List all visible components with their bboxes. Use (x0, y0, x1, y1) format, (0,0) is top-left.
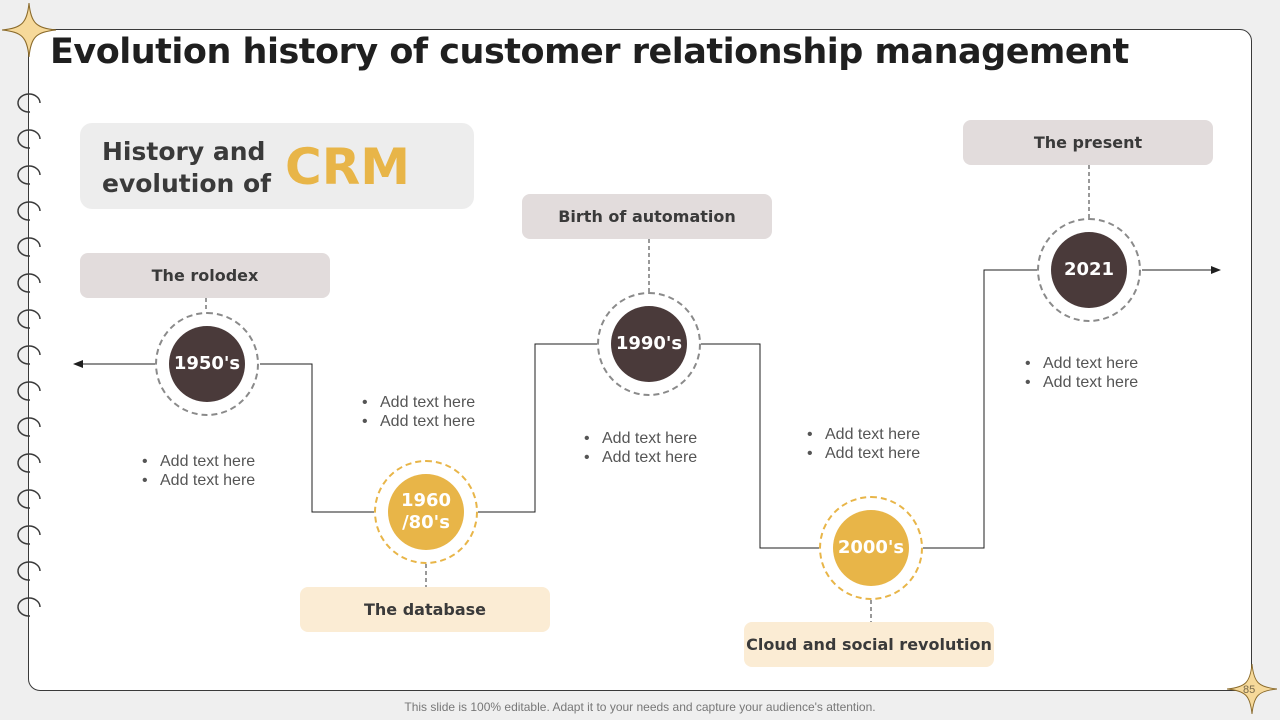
crm-header-line2: evolution of (102, 169, 272, 198)
timeline-step-2 (478, 343, 597, 513)
bullet-item: Add text here (362, 412, 475, 431)
crm-highlight: CRM (285, 138, 410, 196)
timeline-step-4 (923, 269, 1038, 549)
milestone-label: The present (963, 120, 1213, 165)
milestone-era: 1950's (169, 326, 245, 402)
milestone-ring (597, 292, 701, 396)
page-number: 85 (1243, 684, 1256, 696)
milestone-circle: 1950's (155, 312, 259, 416)
timeline-step-3 (701, 343, 819, 549)
bullet-item: Add text here (142, 452, 255, 471)
milestone-ring (819, 496, 923, 600)
crm-header-text: History and evolution of (102, 136, 272, 200)
bullet-item: Add text here (362, 393, 475, 412)
milestone-bullets: Add text here Add text here (362, 393, 475, 431)
milestone-label: The rolodex (80, 253, 330, 298)
milestone-era-line1: 1960 (400, 490, 452, 511)
sparkle-star-icon (1227, 664, 1277, 714)
milestone-circle: 1960 /80's (374, 460, 478, 564)
milestone-era: 2000's (833, 510, 909, 586)
milestone-circle: 1990's (597, 292, 701, 396)
bullet-item: Add text here (1025, 373, 1138, 392)
notebook-binding-rings (17, 93, 41, 617)
milestone-era: 1990's (611, 306, 687, 382)
milestone-circle: 2021 (1037, 218, 1141, 322)
milestone-bullets: Add text here Add text here (584, 429, 697, 467)
milestone-ring (155, 312, 259, 416)
crm-header-line1: History and (102, 137, 266, 166)
milestone-ring (1037, 218, 1141, 322)
sparkle-star-icon (2, 3, 56, 57)
milestone-ring (374, 460, 478, 564)
bullet-item: Add text here (1025, 354, 1138, 373)
milestone-circle: 2000's (819, 496, 923, 600)
bullet-item: Add text here (807, 444, 920, 463)
milestone-era-line2: /80's (402, 512, 450, 533)
bullet-item: Add text here (584, 429, 697, 448)
timeline-step-1 (260, 363, 374, 513)
milestone-era: 2021 (1051, 232, 1127, 308)
milestone-label: The database (300, 587, 550, 632)
bullet-item: Add text here (142, 471, 255, 490)
crm-header-box: History and evolution of CRM (80, 123, 474, 209)
bullet-item: Add text here (584, 448, 697, 467)
milestone-era: 1960 /80's (388, 474, 464, 550)
milestone-bullets: Add text here Add text here (807, 425, 920, 463)
page-title: Evolution history of customer relationsh… (50, 32, 1129, 72)
milestone-label: Birth of automation (522, 194, 772, 239)
milestone-label: Cloud and social revolution (744, 622, 994, 667)
milestone-bullets: Add text here Add text here (1025, 354, 1138, 392)
bullet-item: Add text here (807, 425, 920, 444)
footer-note: This slide is 100% editable. Adapt it to… (404, 700, 876, 714)
milestone-bullets: Add text here Add text here (142, 452, 255, 490)
